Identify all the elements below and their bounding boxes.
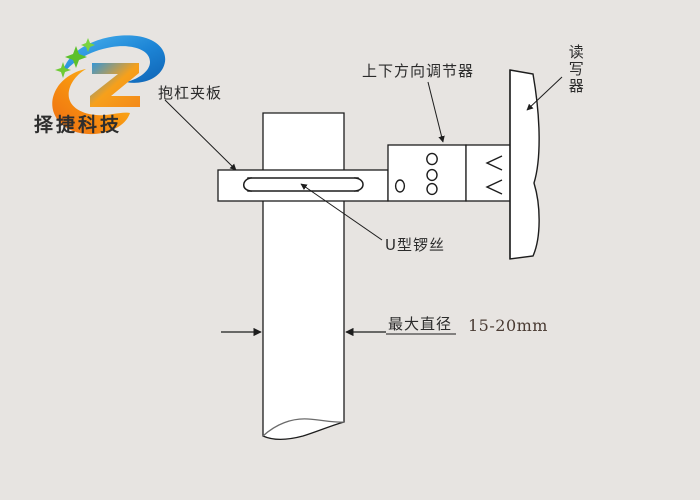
label-reader: 读写器	[566, 44, 585, 95]
leader-adjuster	[427, 81, 445, 143]
leader-lines	[164, 76, 563, 241]
logo-swoosh-orange	[52, 69, 130, 135]
label-max-diameter: 最大直径	[388, 315, 453, 333]
u-bolt	[243, 177, 364, 192]
adjuster-hole-side	[394, 179, 406, 193]
label-adjuster: 上下方向调节器	[362, 62, 475, 80]
logo-letter-z	[90, 63, 140, 107]
hinge-chevron-lower	[485, 179, 503, 195]
leader-u-bolt	[300, 183, 383, 241]
adjuster-hole-1	[426, 152, 438, 166]
dimension-value: 15-20mm	[468, 316, 548, 335]
hinge-chevron-upper	[485, 155, 503, 171]
pole	[262, 112, 345, 441]
adjuster-hole-3	[426, 182, 438, 196]
label-clamp-plate: 抱杠夹板	[158, 84, 223, 102]
brand-name: 择捷科技	[34, 114, 123, 136]
adjuster-block	[387, 144, 467, 202]
label-u-bolt: U型锣丝	[385, 236, 445, 254]
leader-reader	[526, 76, 563, 111]
leader-clamp-plate	[164, 99, 237, 171]
logo-sparkles	[55, 38, 95, 78]
reader-panel	[509, 69, 540, 260]
hinge-bracket	[465, 144, 512, 202]
adjuster-hole-2	[426, 168, 438, 182]
logo-mark	[52, 35, 166, 135]
